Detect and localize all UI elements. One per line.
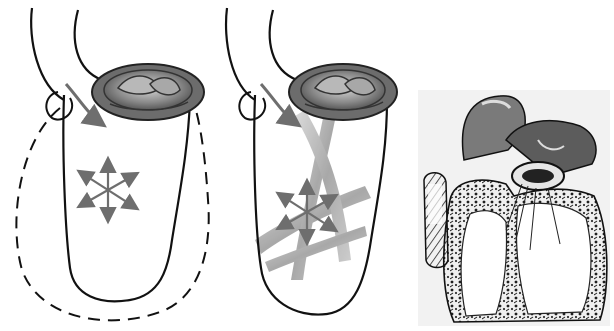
heart-illustration-icon [410,0,614,331]
vessel-right [75,10,102,80]
banded-ventricle-diagram [215,0,410,331]
panel-normal-ventricle [0,0,215,331]
ventricle-outline [63,95,190,301]
vessel-right [270,10,297,80]
vessel-left [226,8,255,100]
panel-heart-cross-section [410,0,614,331]
dilated-outline [16,100,208,320]
ventricle-cavity [516,203,590,314]
contraction-arrows-icon [80,160,136,220]
aortic-valve-icon [92,64,204,120]
normal-ventricle-diagram [0,0,215,331]
muscle-bands [255,110,371,280]
vessel-loop [239,92,265,120]
aortic-valve-icon [289,64,397,120]
panel-ventricle-with-bands [215,0,410,331]
vessel-left [31,8,64,100]
